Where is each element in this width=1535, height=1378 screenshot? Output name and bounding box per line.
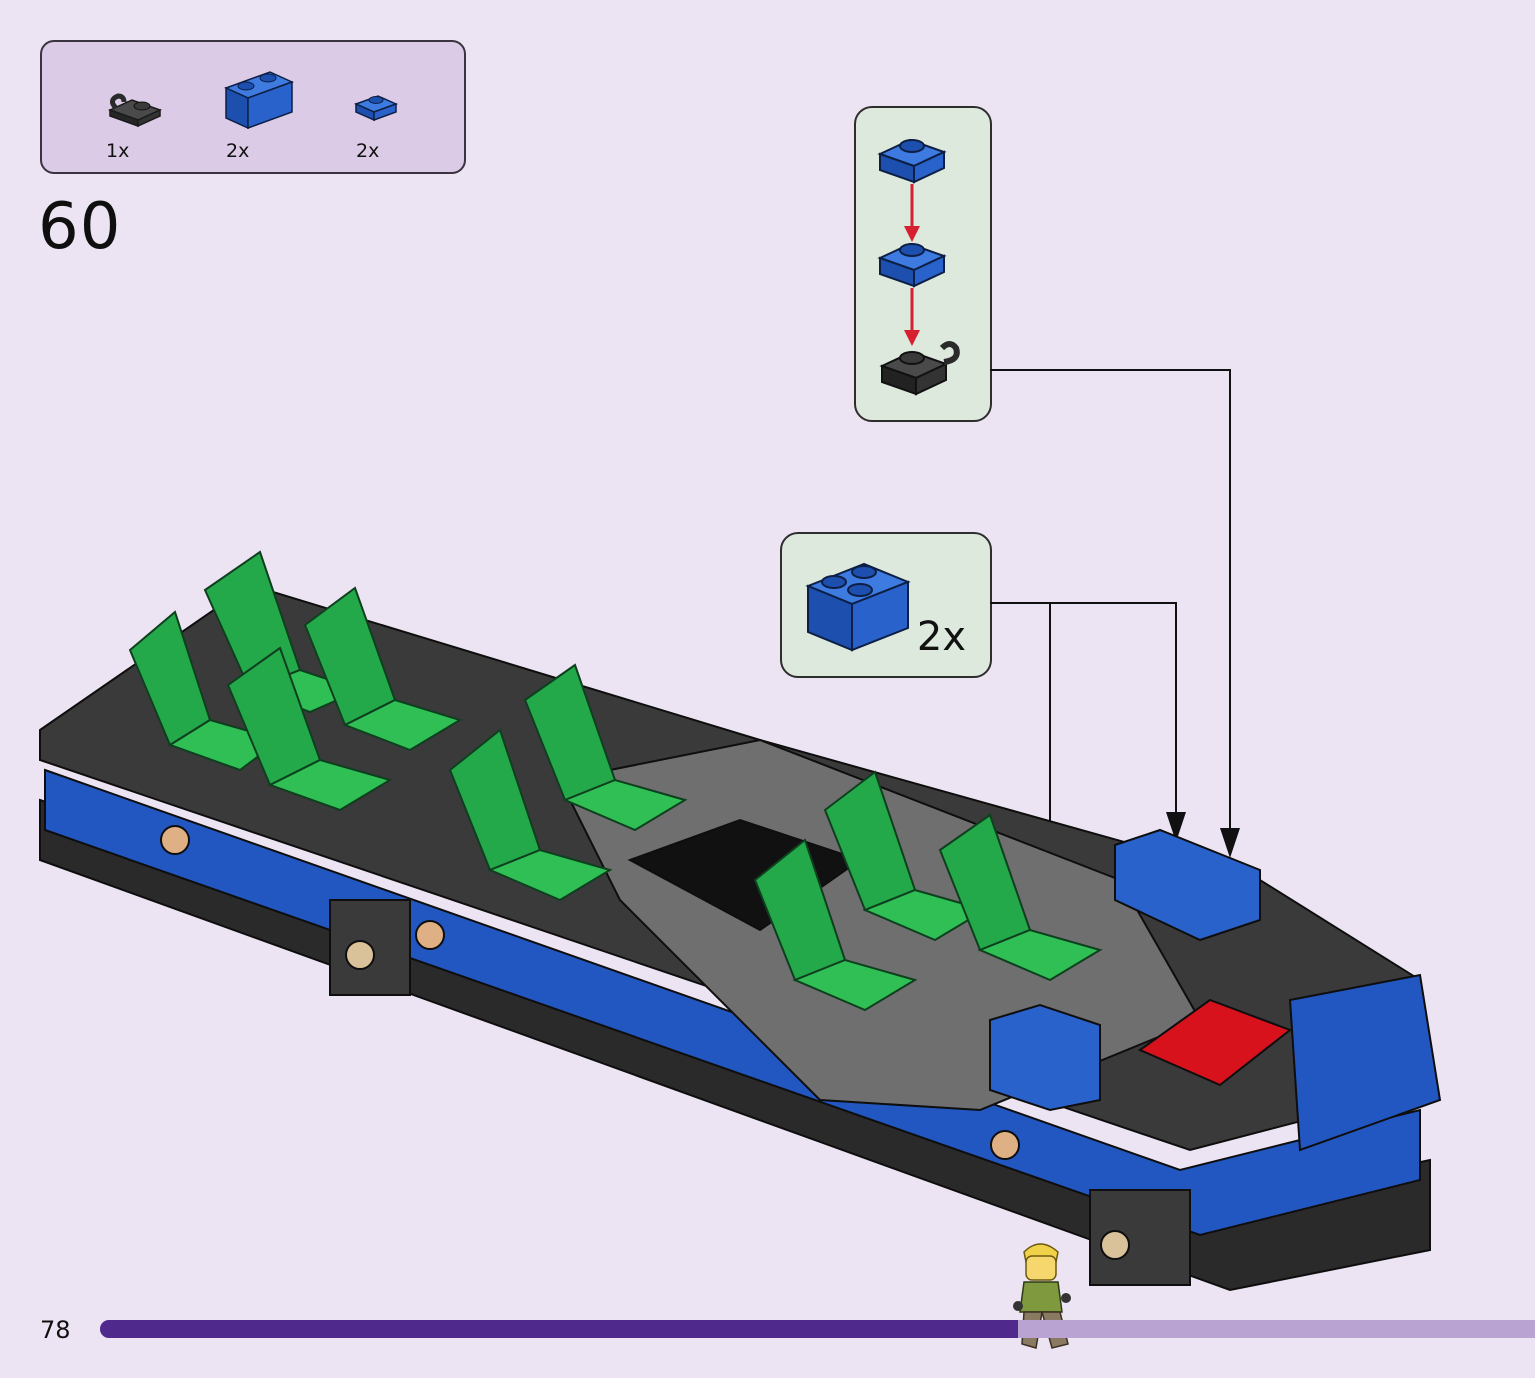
part-item-plate-1x1: 2x — [352, 62, 442, 162]
stack-assembly-diagram — [877, 138, 960, 396]
seat — [753, 838, 918, 1012]
page-number: 78 — [40, 1316, 71, 1344]
seat — [226, 646, 393, 812]
part-item-clip-plate: 1x — [102, 62, 192, 162]
blue-brick-1x2-icon — [805, 562, 911, 652]
bus-seats — [128, 550, 1103, 1012]
seat — [303, 586, 463, 752]
progress-fill — [100, 1320, 1019, 1338]
step-number: 60 — [38, 190, 122, 264]
progress-bar — [100, 1320, 1535, 1338]
seat — [523, 663, 688, 832]
callout-qty: 2x — [916, 614, 966, 660]
parts-list: 1x 2x 2x — [40, 40, 466, 174]
part-qty: 1x — [106, 140, 130, 162]
subassembly-callout — [854, 106, 992, 422]
black-clip-plate-icon — [108, 93, 162, 128]
seat — [938, 813, 1103, 982]
seat — [448, 728, 613, 902]
part-qty: 2x — [356, 140, 380, 162]
part-qty: 2x — [226, 140, 250, 162]
blue-brick-1x2-icon — [224, 71, 294, 130]
part-item-brick-1x2: 2x — [222, 62, 312, 162]
bricks-callout: 2x — [780, 532, 992, 678]
blue-plate-1x1-icon — [353, 95, 399, 122]
